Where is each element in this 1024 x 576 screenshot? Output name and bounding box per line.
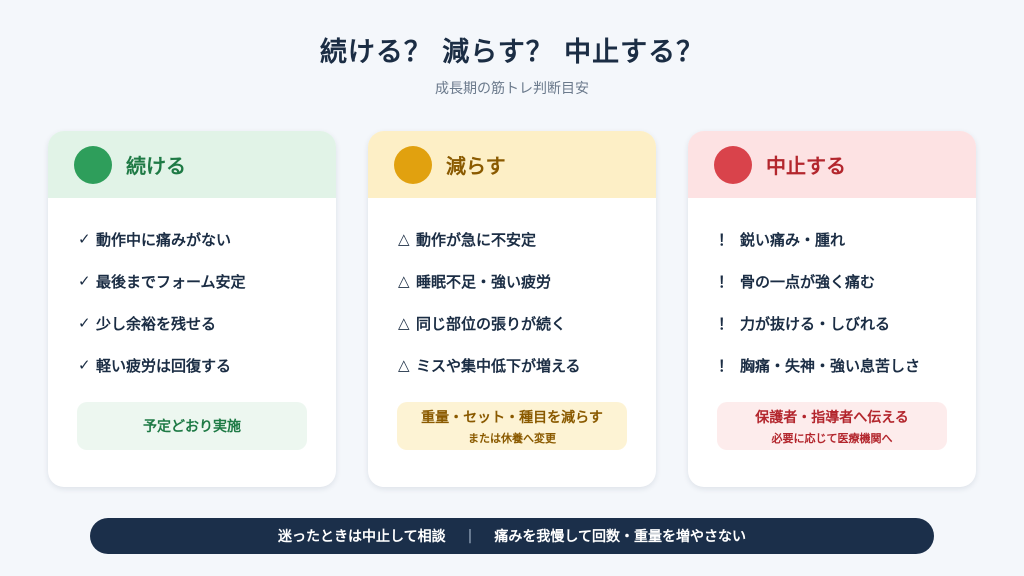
check-icon: ✓ (78, 314, 91, 332)
green-circle-icon (74, 145, 112, 184)
criteria-list: △動作が急に不安定 △睡眠不足・強い疲労 △同じ部位の張りが続く △ミスや集中低… (368, 198, 656, 386)
criteria-list: ✓動作中に痛みがない ✓最後までフォーム安定 ✓少し余裕を残せる ✓軽い疲労は回… (48, 198, 336, 386)
list-item: ✓少し余裕を残せる (78, 314, 217, 333)
card-title: 減らす (446, 154, 506, 178)
card-continue: 続ける ✓動作中に痛みがない ✓最後までフォーム安定 ✓少し余裕を残せる ✓軽い… (48, 131, 336, 487)
action-box: 重量・セット・種目を減らす または休養へ変更 (397, 402, 627, 450)
footer-left: 迷ったときは中止して相談 (278, 529, 446, 545)
footer-separator: | (467, 528, 473, 544)
criteria-list: ！鋭い痛み・腫れ ！骨の一点が強く痛む ！力が抜ける・しびれる ！胸痛・失神・強… (688, 198, 976, 386)
exclamation-icon: ！ (718, 230, 734, 249)
action-sub: または休養へ変更 (468, 431, 556, 445)
list-item: △動作が急に不安定 (398, 230, 537, 249)
card-title: 続ける (126, 154, 186, 178)
footer-right: 痛みを我慢して回数・重量を増やさない (494, 529, 746, 545)
triangle-icon: △ (398, 230, 410, 248)
list-item: △睡眠不足・強い疲労 (398, 272, 552, 291)
red-circle-icon (714, 145, 752, 184)
action-box: 保護者・指導者へ伝える 必要に応じて医療機関へ (717, 402, 947, 450)
list-item: ！鋭い痛み・腫れ (718, 230, 846, 249)
card-header: 続ける (48, 131, 336, 198)
list-item: △同じ部位の張りが続く (398, 314, 567, 333)
card-reduce: 減らす △動作が急に不安定 △睡眠不足・強い疲労 △同じ部位の張りが続く △ミス… (368, 131, 656, 487)
card-header: 減らす (368, 131, 656, 198)
list-item: ！骨の一点が強く痛む (718, 272, 876, 291)
action-main: 重量・セット・種目を減らす (421, 409, 603, 426)
page-subtitle: 成長期の筋トレ判断目安 (435, 81, 589, 97)
amber-circle-icon (394, 145, 432, 184)
action-sub: 必要に応じて医療機関へ (771, 431, 893, 445)
triangle-icon: △ (398, 356, 410, 374)
action-main: 予定どおり実施 (143, 419, 241, 435)
list-item: ！胸痛・失神・強い息苦しさ (718, 356, 921, 375)
check-icon: ✓ (78, 272, 91, 290)
triangle-icon: △ (398, 314, 410, 332)
footer-banner: 迷ったときは中止して相談 | 痛みを我慢して回数・重量を増やさない (90, 518, 934, 554)
card-title: 中止する (766, 154, 846, 178)
list-item: ✓軽い疲労は回復する (78, 356, 232, 375)
card-header: 中止する (688, 131, 976, 198)
action-main: 保護者・指導者へ伝える (755, 409, 909, 426)
check-icon: ✓ (78, 230, 91, 248)
list-item: ✓動作中に痛みがない (78, 230, 232, 249)
list-item: ！力が抜ける・しびれる (718, 314, 891, 333)
list-item: ✓最後までフォーム安定 (78, 272, 246, 291)
list-item: △ミスや集中低下が増える (398, 356, 581, 375)
page-title: 続ける？ 減らす？ 中止する？ (319, 37, 705, 68)
exclamation-icon: ！ (718, 314, 734, 333)
exclamation-icon: ！ (718, 356, 734, 375)
check-icon: ✓ (78, 356, 91, 374)
action-box: 予定どおり実施 (77, 402, 307, 450)
exclamation-icon: ！ (718, 272, 734, 291)
card-stop: 中止する ！鋭い痛み・腫れ ！骨の一点が強く痛む ！力が抜ける・しびれる ！胸痛… (688, 131, 976, 487)
triangle-icon: △ (398, 272, 410, 290)
